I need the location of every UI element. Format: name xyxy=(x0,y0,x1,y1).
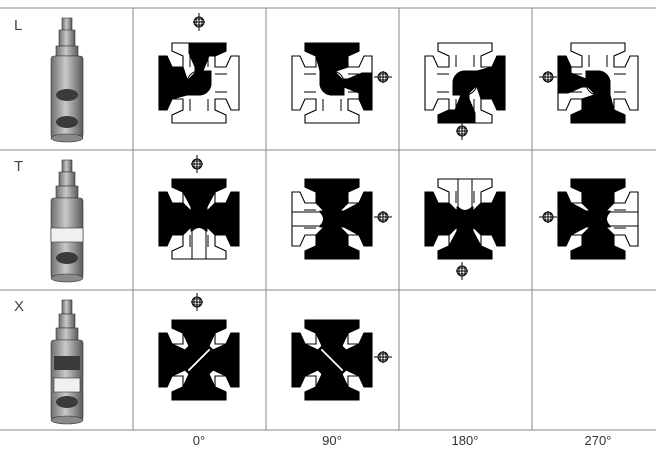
row-label-l: L xyxy=(14,17,22,34)
x-valve-90deg xyxy=(292,320,393,400)
l-port-plug-icon xyxy=(50,17,84,143)
angle-label-270: 270° xyxy=(585,433,612,448)
l-valve-180deg xyxy=(425,43,505,141)
l-valve-0deg xyxy=(159,12,239,123)
l-valve-90deg xyxy=(292,43,393,123)
x-port-plug-icon xyxy=(50,299,84,425)
row-label-x: X xyxy=(14,298,24,315)
t-port-plug-icon xyxy=(50,159,84,283)
x-valve-0deg xyxy=(159,292,239,400)
l-valve-270deg xyxy=(538,43,638,123)
t-valve-0deg xyxy=(159,154,239,259)
t-valve-270deg xyxy=(538,179,638,259)
angle-label-0: 0° xyxy=(193,433,205,448)
table-grid xyxy=(0,7,656,431)
t-valve-90deg xyxy=(292,179,393,259)
angle-label-180: 180° xyxy=(452,433,479,448)
t-valve-180deg xyxy=(425,179,505,281)
angle-label-90: 90° xyxy=(322,433,342,448)
row-label-t: T xyxy=(14,158,23,175)
